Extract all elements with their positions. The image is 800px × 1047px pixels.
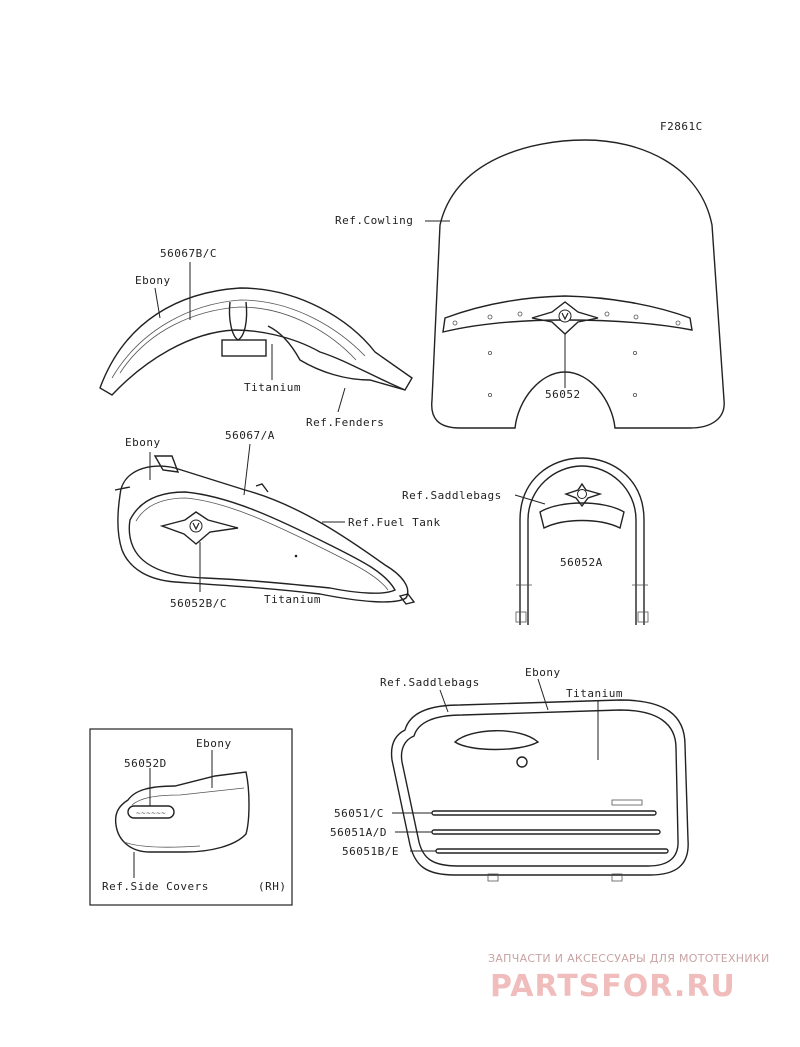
label-titanium-fender: Titanium bbox=[244, 381, 301, 394]
label-ref-cowling: Ref.Cowling bbox=[335, 214, 413, 227]
label-56051ad: 56051A/D bbox=[330, 826, 387, 839]
watermark-tagline: ЗАПЧАСТИ И АКСЕССУАРЫ ДЛЯ МОТОТЕХНИКИ bbox=[488, 952, 770, 965]
leader-56067a bbox=[243, 443, 251, 496]
fuel-tank-drawing bbox=[114, 455, 416, 605]
label-ref-fuel-tank: Ref.Fuel Tank bbox=[348, 516, 441, 529]
figure-code: F2861C bbox=[660, 120, 703, 133]
leader-ref-fenders bbox=[337, 387, 346, 413]
leader-ref-saddlebags-rack bbox=[514, 494, 546, 505]
backrest-drawing bbox=[515, 457, 649, 625]
label-ebony-bag: Ebony bbox=[525, 666, 561, 679]
leader-ref-saddlebags-bag bbox=[439, 689, 449, 713]
label-56052bc: 56052B/C bbox=[170, 597, 227, 610]
svg-text:~~~~~~: ~~~~~~ bbox=[136, 810, 166, 817]
label-56067bc: 56067B/C bbox=[160, 247, 217, 260]
label-56051be: 56051B/E bbox=[342, 845, 399, 858]
label-ebony-tank: Ebony bbox=[125, 436, 161, 449]
label-rh: (RH) bbox=[258, 880, 287, 893]
leader-ebony-fender bbox=[154, 287, 161, 319]
label-ebony-fender: Ebony bbox=[135, 274, 171, 287]
label-titanium-tank: Titanium bbox=[264, 593, 321, 606]
label-56052a: 56052A bbox=[560, 556, 603, 569]
label-56051c: 56051/C bbox=[334, 807, 384, 820]
label-56067a: 56067/A bbox=[225, 429, 275, 442]
label-ref-fenders: Ref.Fenders bbox=[306, 416, 384, 429]
label-ref-saddlebags-rack: Ref.Saddlebags bbox=[402, 489, 502, 502]
label-ref-saddlebags-bag: Ref.Saddlebags bbox=[380, 676, 480, 689]
label-titanium-bag: Titanium bbox=[566, 687, 623, 700]
side-cover-drawing: ~~~~~~ bbox=[114, 771, 250, 853]
saddlebag-drawing bbox=[390, 699, 689, 882]
side-cover-inset-frame bbox=[89, 728, 293, 906]
label-56052d: 56052D bbox=[124, 757, 167, 770]
watermark-brand: PARTSFOR.RU bbox=[490, 969, 736, 1004]
front-fender-drawing bbox=[99, 287, 413, 396]
windshield-drawing bbox=[431, 139, 725, 429]
label-ref-side-covers: Ref.Side Covers bbox=[102, 880, 209, 893]
label-ebony-side: Ebony bbox=[196, 737, 232, 750]
label-56052: 56052 bbox=[545, 388, 581, 401]
leader-ebony-bag bbox=[537, 678, 549, 711]
